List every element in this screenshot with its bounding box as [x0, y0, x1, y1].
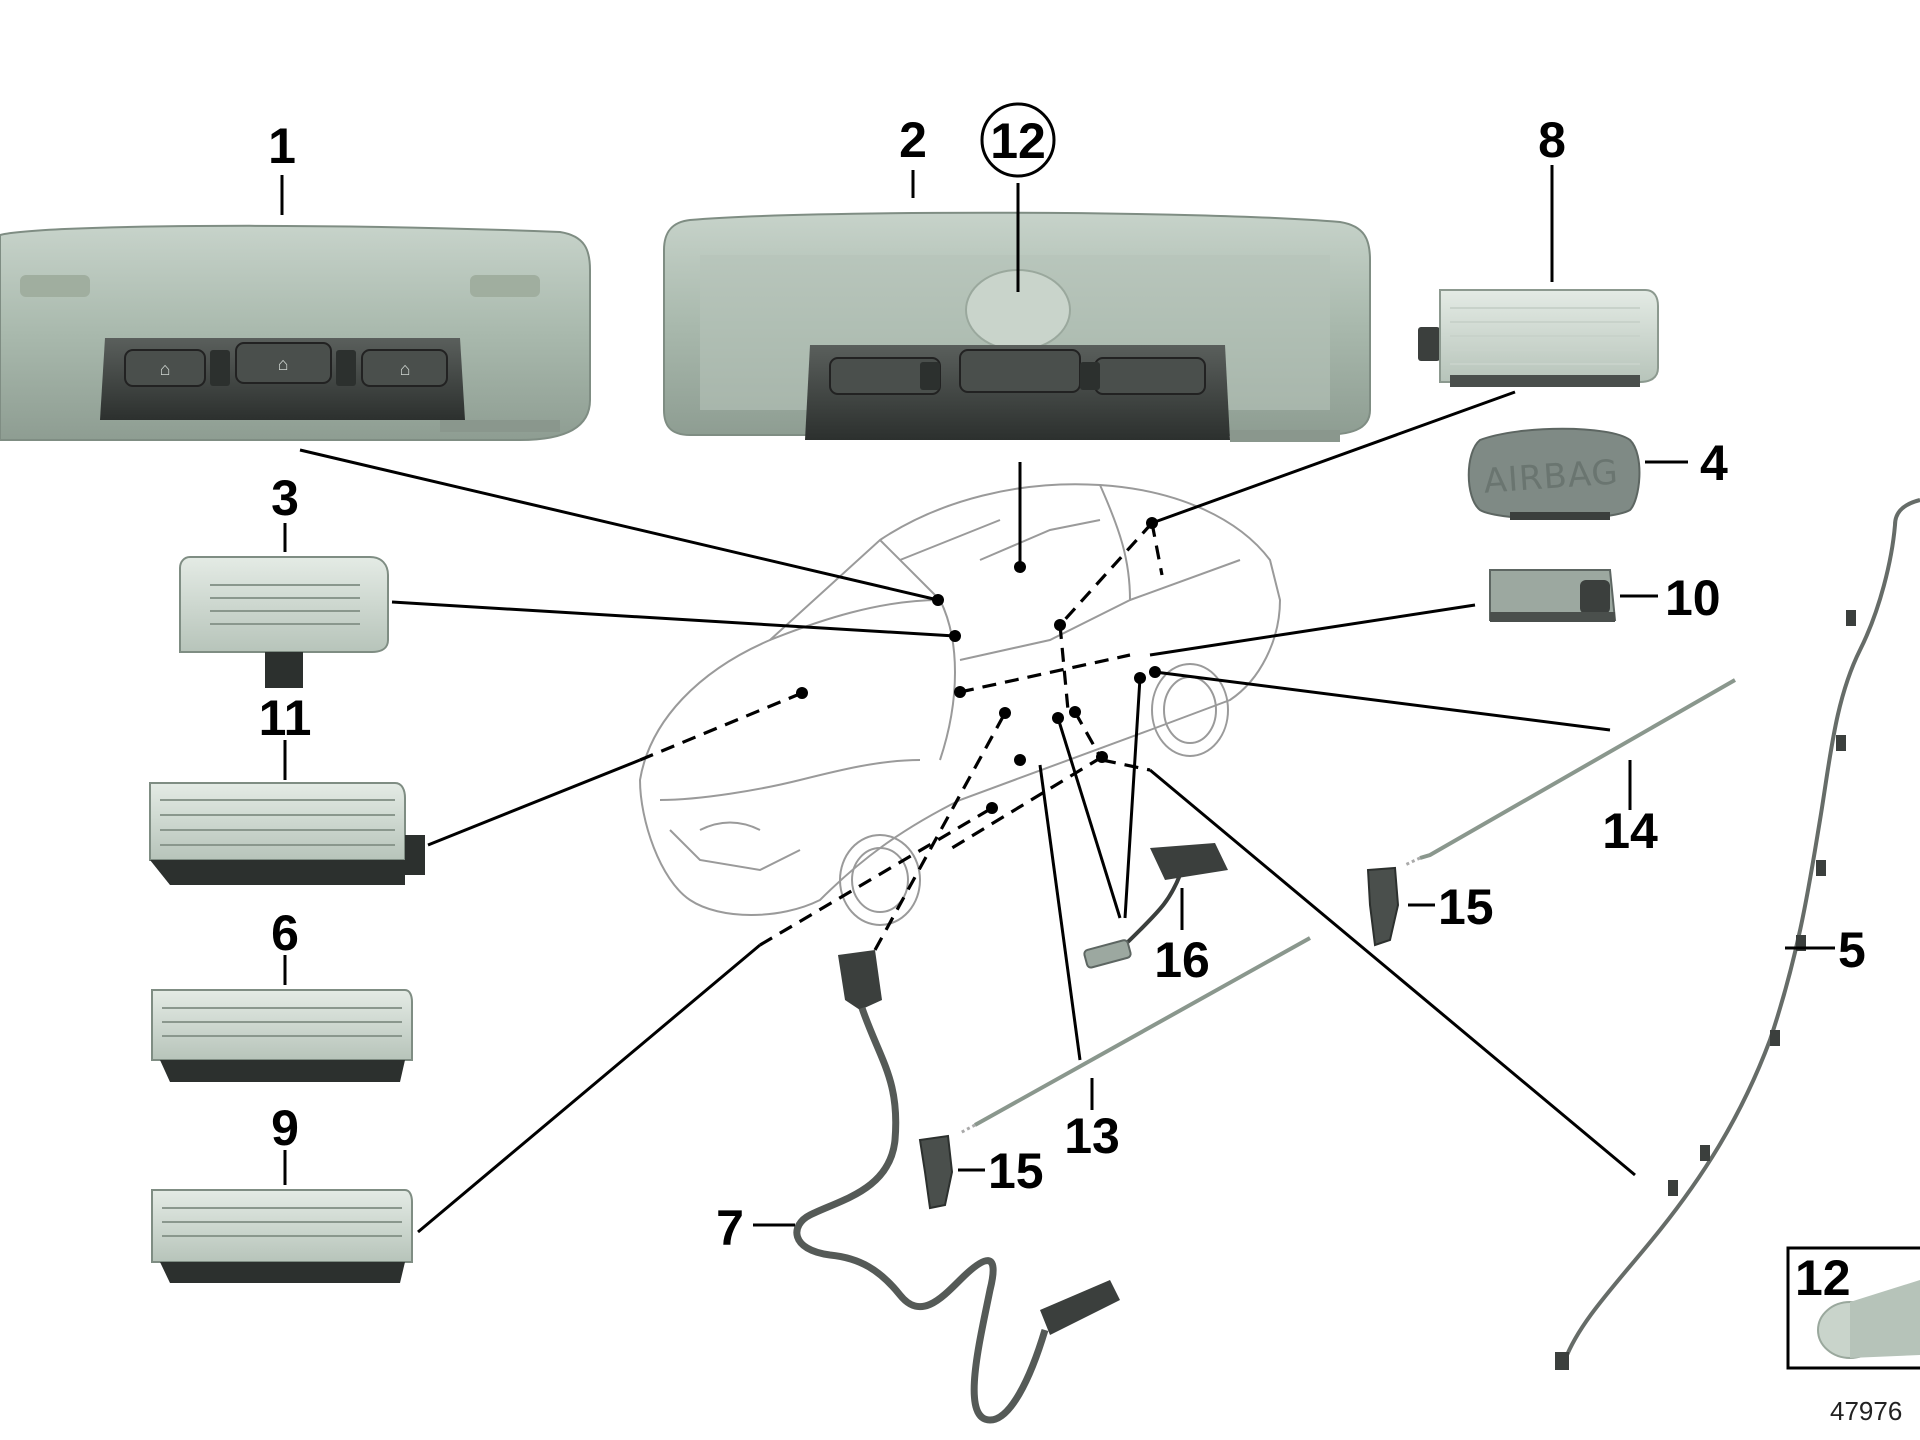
inset-label-12: 12	[1795, 1250, 1851, 1306]
part-6-light	[151, 989, 413, 1082]
part-10-module	[1489, 569, 1617, 622]
callout-numbers: 1 2 12 8 4 3 10 11 14 15 6 16 5 9 13 15 …	[259, 102, 1866, 1256]
callout-4: 4	[1700, 435, 1728, 491]
callout-12-circle	[980, 102, 1056, 178]
callout-15-upper: 15	[1438, 879, 1494, 935]
inset-part-12: 12	[1786, 1246, 1920, 1370]
part-8-luggage-compartment-light	[1418, 289, 1659, 387]
callout-1: 1	[268, 118, 296, 174]
leader-lines	[280, 165, 1835, 1234]
part-2-interior-light-with-sensor	[663, 211, 1371, 442]
part-9-light	[151, 1189, 413, 1283]
callout-15-lower: 15	[988, 1143, 1044, 1199]
part-1-front-interior-light: ⌂ ⌂ ⌂	[0, 224, 591, 441]
callout-7: 7	[716, 1200, 744, 1256]
svg-text:⌂: ⌂	[278, 354, 289, 374]
callout-13: 13	[1064, 1108, 1120, 1164]
callout-14: 14	[1602, 803, 1658, 859]
callout-16: 16	[1154, 932, 1210, 988]
part-16-switch	[1083, 843, 1228, 969]
anchor-dots	[796, 517, 1161, 814]
callout-12-circled: 12	[990, 113, 1046, 169]
part-15-sensor-lower	[918, 1134, 954, 1210]
callout-8: 8	[1538, 112, 1566, 168]
callout-5: 5	[1838, 922, 1866, 978]
callout-10: 10	[1665, 570, 1721, 626]
part-7-cable	[793, 950, 1120, 1424]
callout-11: 11	[259, 690, 312, 746]
svg-text:⌂: ⌂	[400, 359, 411, 379]
part-4-airbag-cover: AIRBAG	[1467, 427, 1641, 520]
airbag-label: AIRBAG	[1482, 452, 1620, 501]
part-5-cable	[1555, 498, 1920, 1370]
part-15-sensor-upper	[1366, 866, 1400, 947]
diagram-number: 47976	[1830, 1396, 1902, 1426]
svg-text:⌂: ⌂	[160, 359, 171, 379]
car-outline	[638, 483, 1282, 926]
part-14-antenna-rod	[1404, 678, 1736, 867]
callout-3: 3	[271, 470, 299, 526]
callout-9: 9	[271, 1100, 299, 1156]
callout-2: 2	[899, 112, 927, 168]
part-3-reading-light	[179, 556, 389, 688]
part-13-antenna-rod	[959, 936, 1311, 1135]
part-11-light	[149, 782, 425, 885]
callout-6: 6	[271, 905, 299, 961]
